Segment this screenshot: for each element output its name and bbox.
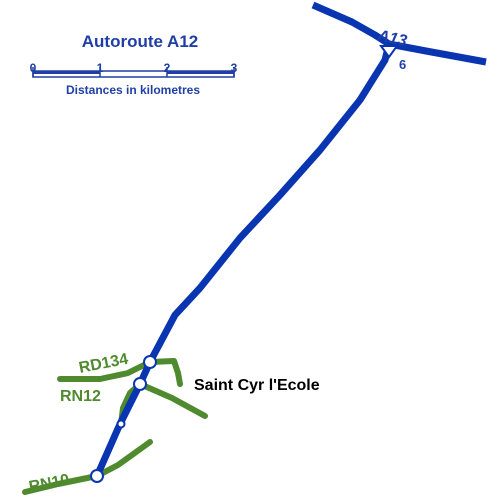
- scale-bar-segment: [167, 71, 234, 74]
- road-rn10-west: [22, 473, 100, 495]
- scale-tick-label: 2: [164, 61, 171, 75]
- scale-bar-segment: [33, 71, 100, 74]
- label-exit-6: 6: [399, 57, 406, 72]
- scale-tick-label: 1: [97, 61, 104, 75]
- scale-caption: Distances in kilometres: [66, 83, 200, 97]
- road-rd134-west: [57, 359, 153, 382]
- secondary-roads: [22, 358, 208, 495]
- junction-rn12: [133, 377, 147, 391]
- junction-rn10: [90, 469, 104, 483]
- scale-tick-label: 0: [30, 61, 37, 75]
- label-a13: A13: [375, 27, 408, 50]
- label-rn12: RN12: [60, 388, 101, 405]
- road-a13: [311, 1, 487, 66]
- interchange-triangle: [379, 45, 399, 59]
- junctions: [90, 355, 157, 483]
- label-rn10: RN10: [28, 471, 71, 496]
- scale-bar: 0 1 2 3 Distances in kilometres: [30, 61, 238, 97]
- road-rd134-east: [147, 358, 183, 387]
- place-saint-cyr: Saint Cyr l'Ecole: [194, 377, 320, 394]
- scale-tick-label: 3: [231, 61, 238, 75]
- map-title: Autoroute A12: [82, 32, 199, 51]
- road-rn12-east: [137, 381, 208, 419]
- road-rn10-east: [94, 439, 153, 479]
- junction-rd134: [143, 355, 157, 369]
- junction-minor: [116, 419, 126, 429]
- a13-interchange: [379, 45, 399, 59]
- motorways: [93, 1, 487, 478]
- road-a12: [93, 43, 393, 478]
